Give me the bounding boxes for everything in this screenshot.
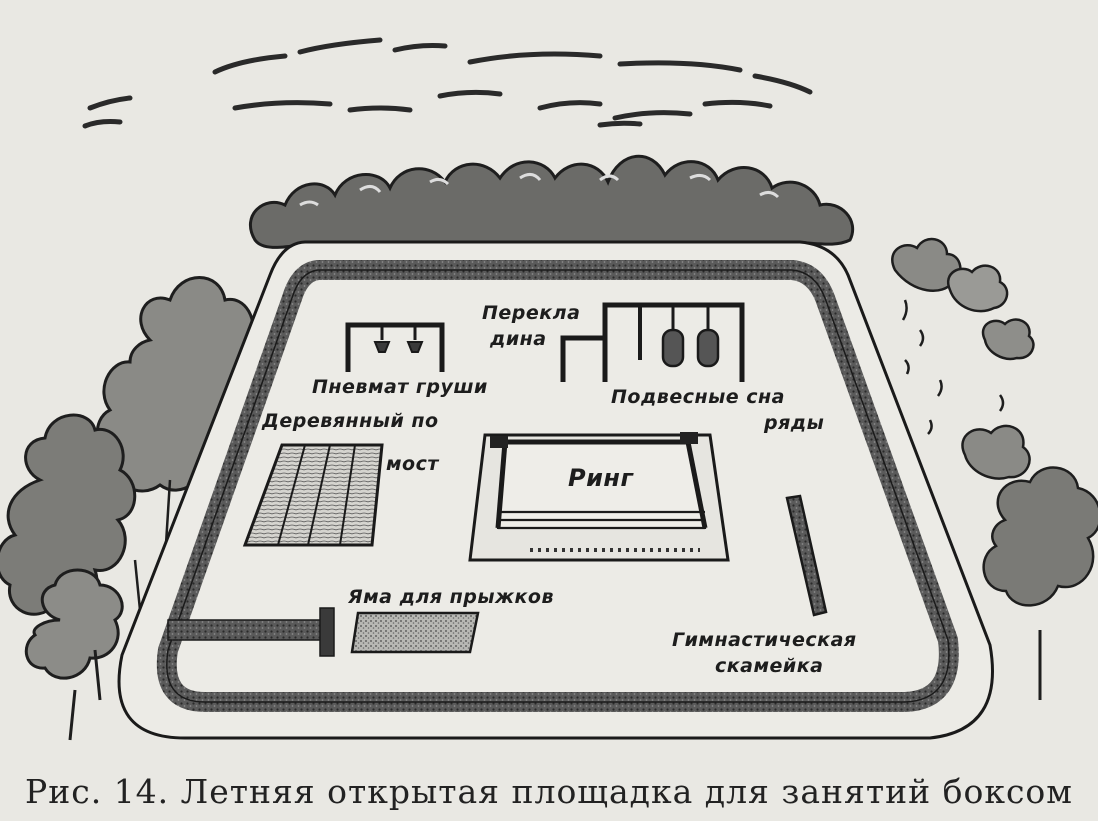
crossbar-label-line2: дина (490, 328, 547, 350)
figure-caption: Рис. 14. Летняя открытая площадка для за… (25, 772, 1073, 811)
gymnastic-bench-label-line1: Гимнастическая (672, 629, 857, 651)
wooden-platform (242, 443, 384, 547)
crossbar-and-hanging-apparatus (560, 302, 745, 382)
wooden-platform-label-line2: мост (386, 453, 439, 475)
punching-bags-label: Пневмат груши (312, 376, 488, 398)
crossbar-label-line1: Перекла (482, 302, 581, 324)
running-track (156, 260, 959, 712)
ring-label: Ринг (568, 464, 634, 492)
jump-pit (350, 611, 480, 654)
punching-bags-frame (345, 322, 445, 372)
shrubs-right (891, 237, 1098, 700)
tree-line-back (248, 154, 855, 249)
gymnastic-bench (785, 494, 828, 617)
hanging-apparatus-label-line2: ряды (764, 412, 825, 434)
jump-pit-label: Яма для прыжков (348, 586, 554, 608)
clouds (82, 37, 813, 129)
gymnastic-bench-label-line2: скамейка (715, 655, 824, 677)
wooden-platform-label-line1: Деревянный по (262, 410, 439, 432)
hanging-apparatus-label-line1: Подвесные сна (611, 386, 785, 408)
boxing-ring (468, 432, 730, 562)
